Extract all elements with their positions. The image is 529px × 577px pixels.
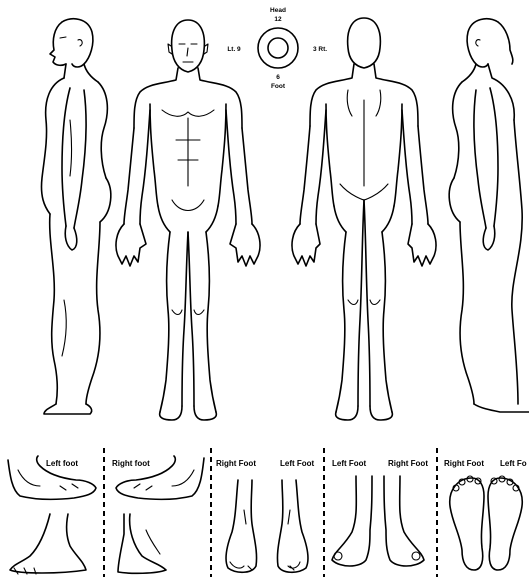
feet-panel-3: Right Foot Left Foot	[216, 459, 315, 572]
back-view-figure	[292, 18, 436, 420]
side-view-figure-left	[41, 19, 110, 414]
dial-left-label: Lt. 9	[227, 46, 241, 53]
feet-panel-5-label-b: Left Fo	[500, 459, 527, 468]
side-view-figure-right	[449, 19, 529, 412]
feet-panel-3-label-a: Right Foot	[216, 459, 256, 468]
feet-panel-3-label-b: Left Foot	[280, 459, 315, 468]
feet-panel-1-label: Left foot	[46, 459, 78, 468]
dial-foot-label: Foot	[271, 83, 286, 90]
feet-panel-5-label-a: Right Foot	[444, 459, 484, 468]
feet-panel-2: Right foot	[112, 456, 204, 573]
dial-head-label: Head	[270, 7, 286, 14]
front-view-figure	[116, 20, 260, 420]
feet-panel-4-label-b: Right Foot	[388, 459, 428, 468]
feet-panel-5: Right Foot Left Fo	[444, 459, 527, 570]
feet-panel-4: Left Foot Right Foot	[332, 459, 428, 566]
feet-panels-row: Left foot Right foot Right Foot Left Foo…	[8, 448, 527, 577]
dial-right-label: 3 Rt.	[313, 46, 327, 53]
dial-outer-ring	[258, 28, 298, 68]
feet-panel-2-label: Right foot	[112, 459, 150, 468]
feet-panel-4-label-a: Left Foot	[332, 459, 367, 468]
feet-panel-1: Left foot	[8, 456, 96, 574]
dial-foot-value: 6	[276, 74, 280, 81]
dial-inner-ring	[268, 38, 288, 58]
dial-head-value: 12	[274, 16, 282, 23]
orientation-dial: Head 12 Lt. 9 3 Rt. 6 Foot	[227, 7, 327, 90]
